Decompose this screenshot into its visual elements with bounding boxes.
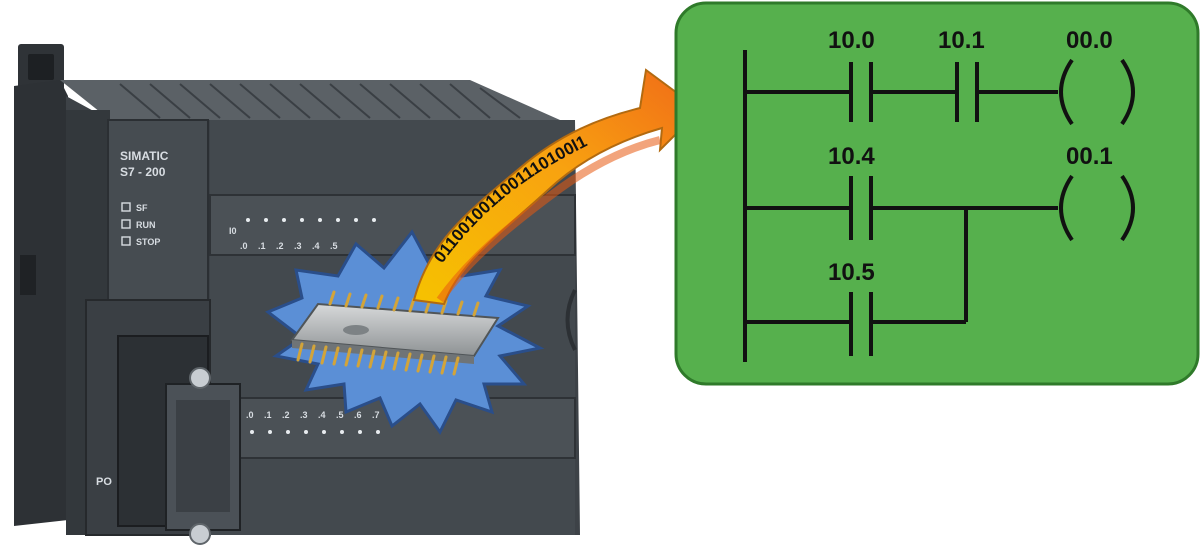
plc-port-label: PO xyxy=(96,476,112,488)
led-run-label: RUN xyxy=(136,220,156,230)
input-channel-0: .0 xyxy=(240,241,248,251)
input-channel-3: .3 xyxy=(294,241,302,251)
led-stop-indicator xyxy=(121,236,131,246)
plc-side-panel xyxy=(14,80,68,526)
plc-output-channel-labels: .0 .1 .2 .3 .4 .5 .6 .7 xyxy=(246,410,380,420)
input-channel-5: .5 xyxy=(330,241,338,251)
led-stop-label: STOP xyxy=(136,237,160,247)
plc-brand-panel xyxy=(107,119,209,301)
coil-label-00-1: 00.1 xyxy=(1066,143,1113,170)
output-channel-4: .4 xyxy=(318,410,326,420)
output-channel-0: .0 xyxy=(246,410,254,420)
output-channel-2: .2 xyxy=(282,410,290,420)
output-channel-6: .6 xyxy=(354,410,362,420)
output-channel-5: .5 xyxy=(336,410,344,420)
cpu-chip-burst xyxy=(265,229,545,435)
led-sf-indicator xyxy=(121,202,131,212)
contact-label-10-1: 10.1 xyxy=(938,27,985,54)
contact-label-10-0: 10.0 xyxy=(828,27,875,54)
plc-input-led-row xyxy=(246,218,376,222)
plc-input-group-label: I0 xyxy=(229,226,237,236)
connector-screw-bottom-icon xyxy=(189,523,211,545)
output-channel-7: .7 xyxy=(372,410,380,420)
input-channel-1: .1 xyxy=(258,241,266,251)
output-channel-1: .1 xyxy=(264,410,272,420)
output-channel-3: .3 xyxy=(300,410,308,420)
plc-status-leds: SF RUN STOP xyxy=(121,202,160,247)
coil-00-1-left-icon xyxy=(1059,174,1074,242)
microchip-icon xyxy=(290,290,500,376)
led-run-indicator xyxy=(121,219,131,229)
coil-00-1-right-icon xyxy=(1120,174,1135,242)
plc-input-channel-labels: .0 .1 .2 .3 .4 .5 xyxy=(240,241,338,251)
coil-00-0-left-icon xyxy=(1059,58,1074,126)
ladder-diagram-panel: 10.0 10.1 00.0 10.4 00.1 10.5 xyxy=(674,1,1200,386)
plc-model-label: S7 - 200 xyxy=(120,165,166,179)
coil-00-0-right-icon xyxy=(1120,58,1135,126)
coil-label-00-0: 00.0 xyxy=(1066,27,1113,54)
plc-output-led-row xyxy=(250,430,380,434)
plc-device: SIMATIC S7 - 200 SF RUN STOP I0 .0 .1 .2… xyxy=(14,44,580,545)
plc-top-vents xyxy=(60,80,560,120)
contact-label-10-4: 10.4 xyxy=(828,143,875,170)
ladder-panel-background xyxy=(674,1,1200,386)
input-channel-2: .2 xyxy=(276,241,284,251)
plc-brand-label: SIMATIC xyxy=(120,149,169,163)
input-channel-4: .4 xyxy=(312,241,320,251)
led-sf-label: SF xyxy=(136,203,148,213)
contact-label-10-5: 10.5 xyxy=(828,259,875,286)
connector-screw-top-icon xyxy=(189,367,211,389)
